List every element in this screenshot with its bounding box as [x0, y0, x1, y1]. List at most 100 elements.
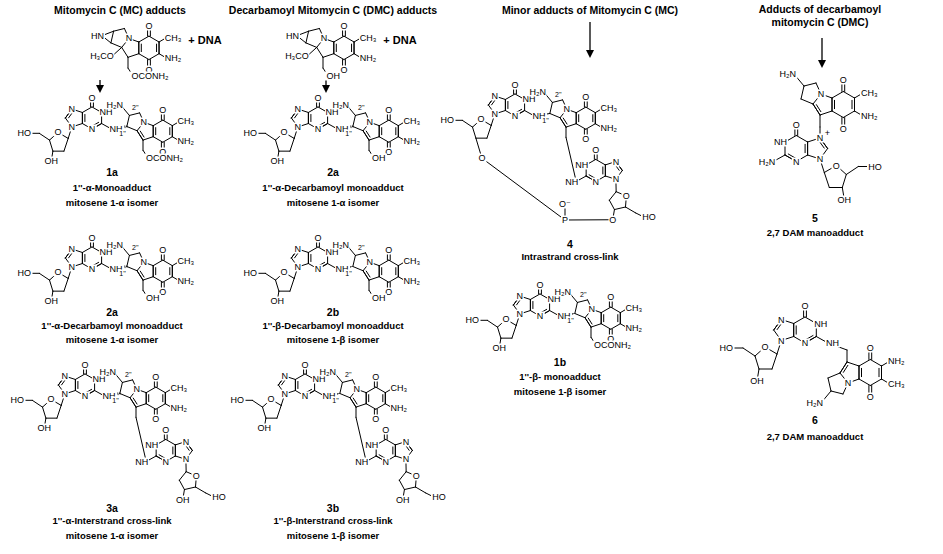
column-heading: Minor adducts of Mitomycin C (MC)	[470, 4, 710, 17]
bond-line	[308, 112, 309, 123]
atom-label: CH₃	[170, 384, 189, 393]
atom-label: NH₂	[164, 54, 183, 63]
bond-line	[366, 271, 370, 277]
bond-line	[385, 393, 386, 404]
caption-text: mitosene 1-α isomer	[66, 335, 158, 345]
bond-line	[366, 393, 367, 404]
bond-line	[859, 379, 870, 386]
bond-line	[796, 136, 807, 143]
bond-line	[379, 266, 380, 277]
bond-line	[354, 42, 355, 54]
compound-number: 3a	[106, 503, 118, 514]
bond-line	[379, 126, 380, 137]
bond-line	[576, 113, 577, 124]
bond-line	[366, 131, 370, 137]
bond-line	[859, 360, 870, 367]
bond-line	[122, 47, 128, 57]
atom-label: N	[382, 457, 391, 466]
locant-label: 2''	[358, 243, 365, 250]
bond-line	[832, 98, 833, 111]
bond-line	[143, 280, 144, 290]
atom-label: CH₃	[403, 257, 422, 266]
atom-label: N	[777, 336, 786, 345]
bond-line	[381, 268, 382, 275]
atom-label: N	[402, 455, 411, 464]
atom-label: O	[839, 125, 848, 134]
atom-label: N	[516, 309, 525, 318]
caption-text: Intrastrand cross-link	[521, 252, 618, 262]
bond-line	[295, 379, 296, 390]
bond-line	[505, 99, 506, 110]
atom-label: O	[384, 106, 393, 115]
bond-line	[153, 277, 163, 283]
atom-label: N	[81, 392, 90, 401]
bond-line	[595, 113, 596, 124]
atom-label: N	[588, 305, 597, 314]
bond-line	[603, 315, 604, 322]
atom-label: CH₃	[403, 117, 422, 126]
bond-line	[172, 266, 173, 277]
bond-line	[156, 387, 166, 393]
bond-line	[308, 112, 309, 123]
atom-label: O	[46, 395, 55, 404]
column-heading: Mitomycin C (MC) adducts	[10, 4, 230, 17]
bond-line	[149, 54, 159, 60]
bond-line	[560, 118, 566, 127]
locant-label: 2''	[132, 243, 139, 250]
bond-line	[290, 278, 294, 291]
bond-line	[111, 31, 114, 43]
bond-line	[169, 268, 170, 275]
atom-label: O	[510, 80, 519, 89]
bond-line	[793, 324, 794, 337]
bond-line	[755, 356, 759, 369]
atom-label: NH₂	[887, 357, 906, 366]
atom-label: N	[294, 122, 303, 131]
atom-label: O⁻	[558, 200, 572, 209]
atom-label: N	[68, 262, 77, 271]
bond-line	[609, 200, 614, 209]
atom-label: O	[53, 128, 62, 137]
bond-line	[843, 92, 854, 99]
bond-line	[363, 131, 369, 140]
bond-line	[376, 404, 386, 410]
atom-label: CH₃	[390, 384, 409, 393]
bond-line	[117, 393, 118, 395]
atom-label: O	[606, 293, 615, 302]
atom-label: O	[760, 343, 769, 352]
atom-label: NH	[773, 138, 788, 147]
caption-text: mitosene 1-α isomer	[66, 198, 158, 208]
bond-line	[832, 92, 843, 99]
locant-label: 1''	[112, 397, 119, 404]
bond-line	[399, 472, 406, 481]
bond-line	[828, 378, 831, 391]
atom-label: HO	[17, 269, 33, 278]
atom-label: O	[581, 93, 590, 102]
bond-line	[366, 387, 376, 393]
atom-label: HO	[243, 269, 259, 278]
bond-line	[153, 126, 154, 137]
bond-line	[138, 42, 139, 54]
bond-line	[140, 271, 144, 277]
bond-line	[136, 404, 146, 407]
bond-line	[386, 439, 396, 445]
atom-label: O	[501, 315, 510, 324]
bond-line	[379, 260, 389, 266]
caption-text: 1''-α-Monoadduct	[73, 183, 151, 193]
bond-line	[334, 36, 344, 42]
atom-label: H₂N	[331, 101, 350, 110]
bond-line	[133, 398, 137, 404]
bond-line	[385, 393, 386, 404]
bond-line	[369, 140, 370, 150]
bond-line	[852, 100, 853, 108]
bond-line	[50, 140, 53, 151]
bond-line	[297, 381, 298, 388]
bond-line	[854, 98, 855, 111]
bond-line	[601, 313, 602, 324]
atom-label: H₂N	[105, 241, 124, 250]
bond-line	[614, 207, 625, 210]
atom-label: O	[622, 191, 631, 200]
atom-label: N	[294, 262, 303, 271]
bond-line	[155, 268, 156, 275]
bond-line	[139, 36, 149, 42]
